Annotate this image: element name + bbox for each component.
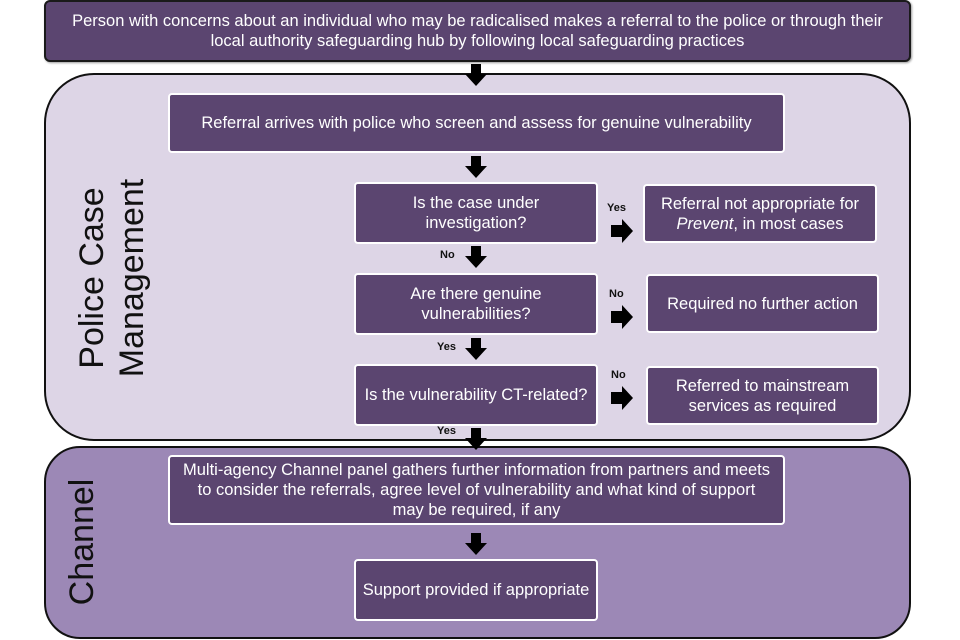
outcome-mainstream-services-box: Referred to mainstream services as requi… — [646, 366, 879, 425]
screen-assess-box: Referral arrives with police who screen … — [168, 93, 785, 153]
support-provided-box: Support provided if appropriate — [354, 559, 598, 621]
question-genuine-vulnerabilities-box: Are there genuine vulnerabilities? — [354, 273, 598, 335]
outcome-not-appropriate-text: Referral not appropriate for Prevent, in… — [661, 194, 859, 234]
channel-panel-text: Multi-agency Channel panel gathers furth… — [183, 461, 770, 519]
q2-yes-label: Yes — [437, 341, 456, 353]
arrow-down-icon — [465, 246, 487, 268]
channel-label-text: Channel — [63, 478, 101, 606]
police-label-line2: Management — [113, 178, 151, 378]
q1-no-label: No — [440, 249, 455, 261]
outcome-no-further-action-box: Required no further action — [646, 274, 879, 333]
q2-no-label: No — [609, 288, 624, 300]
arrow-down-icon — [465, 338, 487, 360]
channel-label: Channel — [62, 457, 102, 627]
question-genuine-vulnerabilities-text: Are there genuine vulnerabilities? — [410, 285, 542, 323]
outcome-not-appropriate-box: Referral not appropriate for Prevent, in… — [643, 184, 877, 243]
outcome-prevent-italic: Prevent — [676, 214, 734, 233]
arrow-right-icon — [611, 219, 633, 243]
arrow-down-icon — [465, 156, 487, 178]
police-label-line1: Police Case — [73, 187, 111, 369]
arrow-right-icon — [611, 305, 633, 329]
outcome-suffix: , in most cases — [733, 214, 844, 233]
outcome-mainstream-services-text: Referred to mainstream services as requi… — [675, 376, 850, 415]
arrow-down-icon — [465, 428, 487, 450]
outcome-prefix: Referral not appropriate for — [660, 194, 860, 213]
q3-no-label: No — [611, 369, 626, 381]
arrow-right-icon — [611, 386, 633, 410]
police-case-management-label: Police Case Management — [72, 148, 152, 408]
channel-panel-box: Multi-agency Channel panel gathers furth… — [168, 455, 785, 525]
arrow-down-icon — [465, 64, 487, 86]
referral-start-box: Person with concerns about an individual… — [44, 0, 911, 62]
arrow-down-icon — [465, 533, 487, 555]
support-provided-text: Support provided if appropriate — [362, 581, 590, 599]
question-under-investigation-box: Is the case under investigation? — [354, 182, 598, 244]
q1-yes-label: Yes — [607, 202, 626, 214]
referral-start-text: Person with concerns about an individual… — [72, 12, 883, 50]
question-ct-related-text: Is the vulnerability CT-related? — [364, 386, 588, 404]
q3-yes-label: Yes — [437, 425, 456, 437]
screen-assess-text: Referral arrives with police who screen … — [201, 114, 752, 132]
question-ct-related-box: Is the vulnerability CT-related? — [354, 364, 598, 426]
outcome-no-further-action-text: Required no further action — [667, 294, 858, 313]
question-under-investigation-text: Is the case under investigation? — [412, 194, 540, 232]
